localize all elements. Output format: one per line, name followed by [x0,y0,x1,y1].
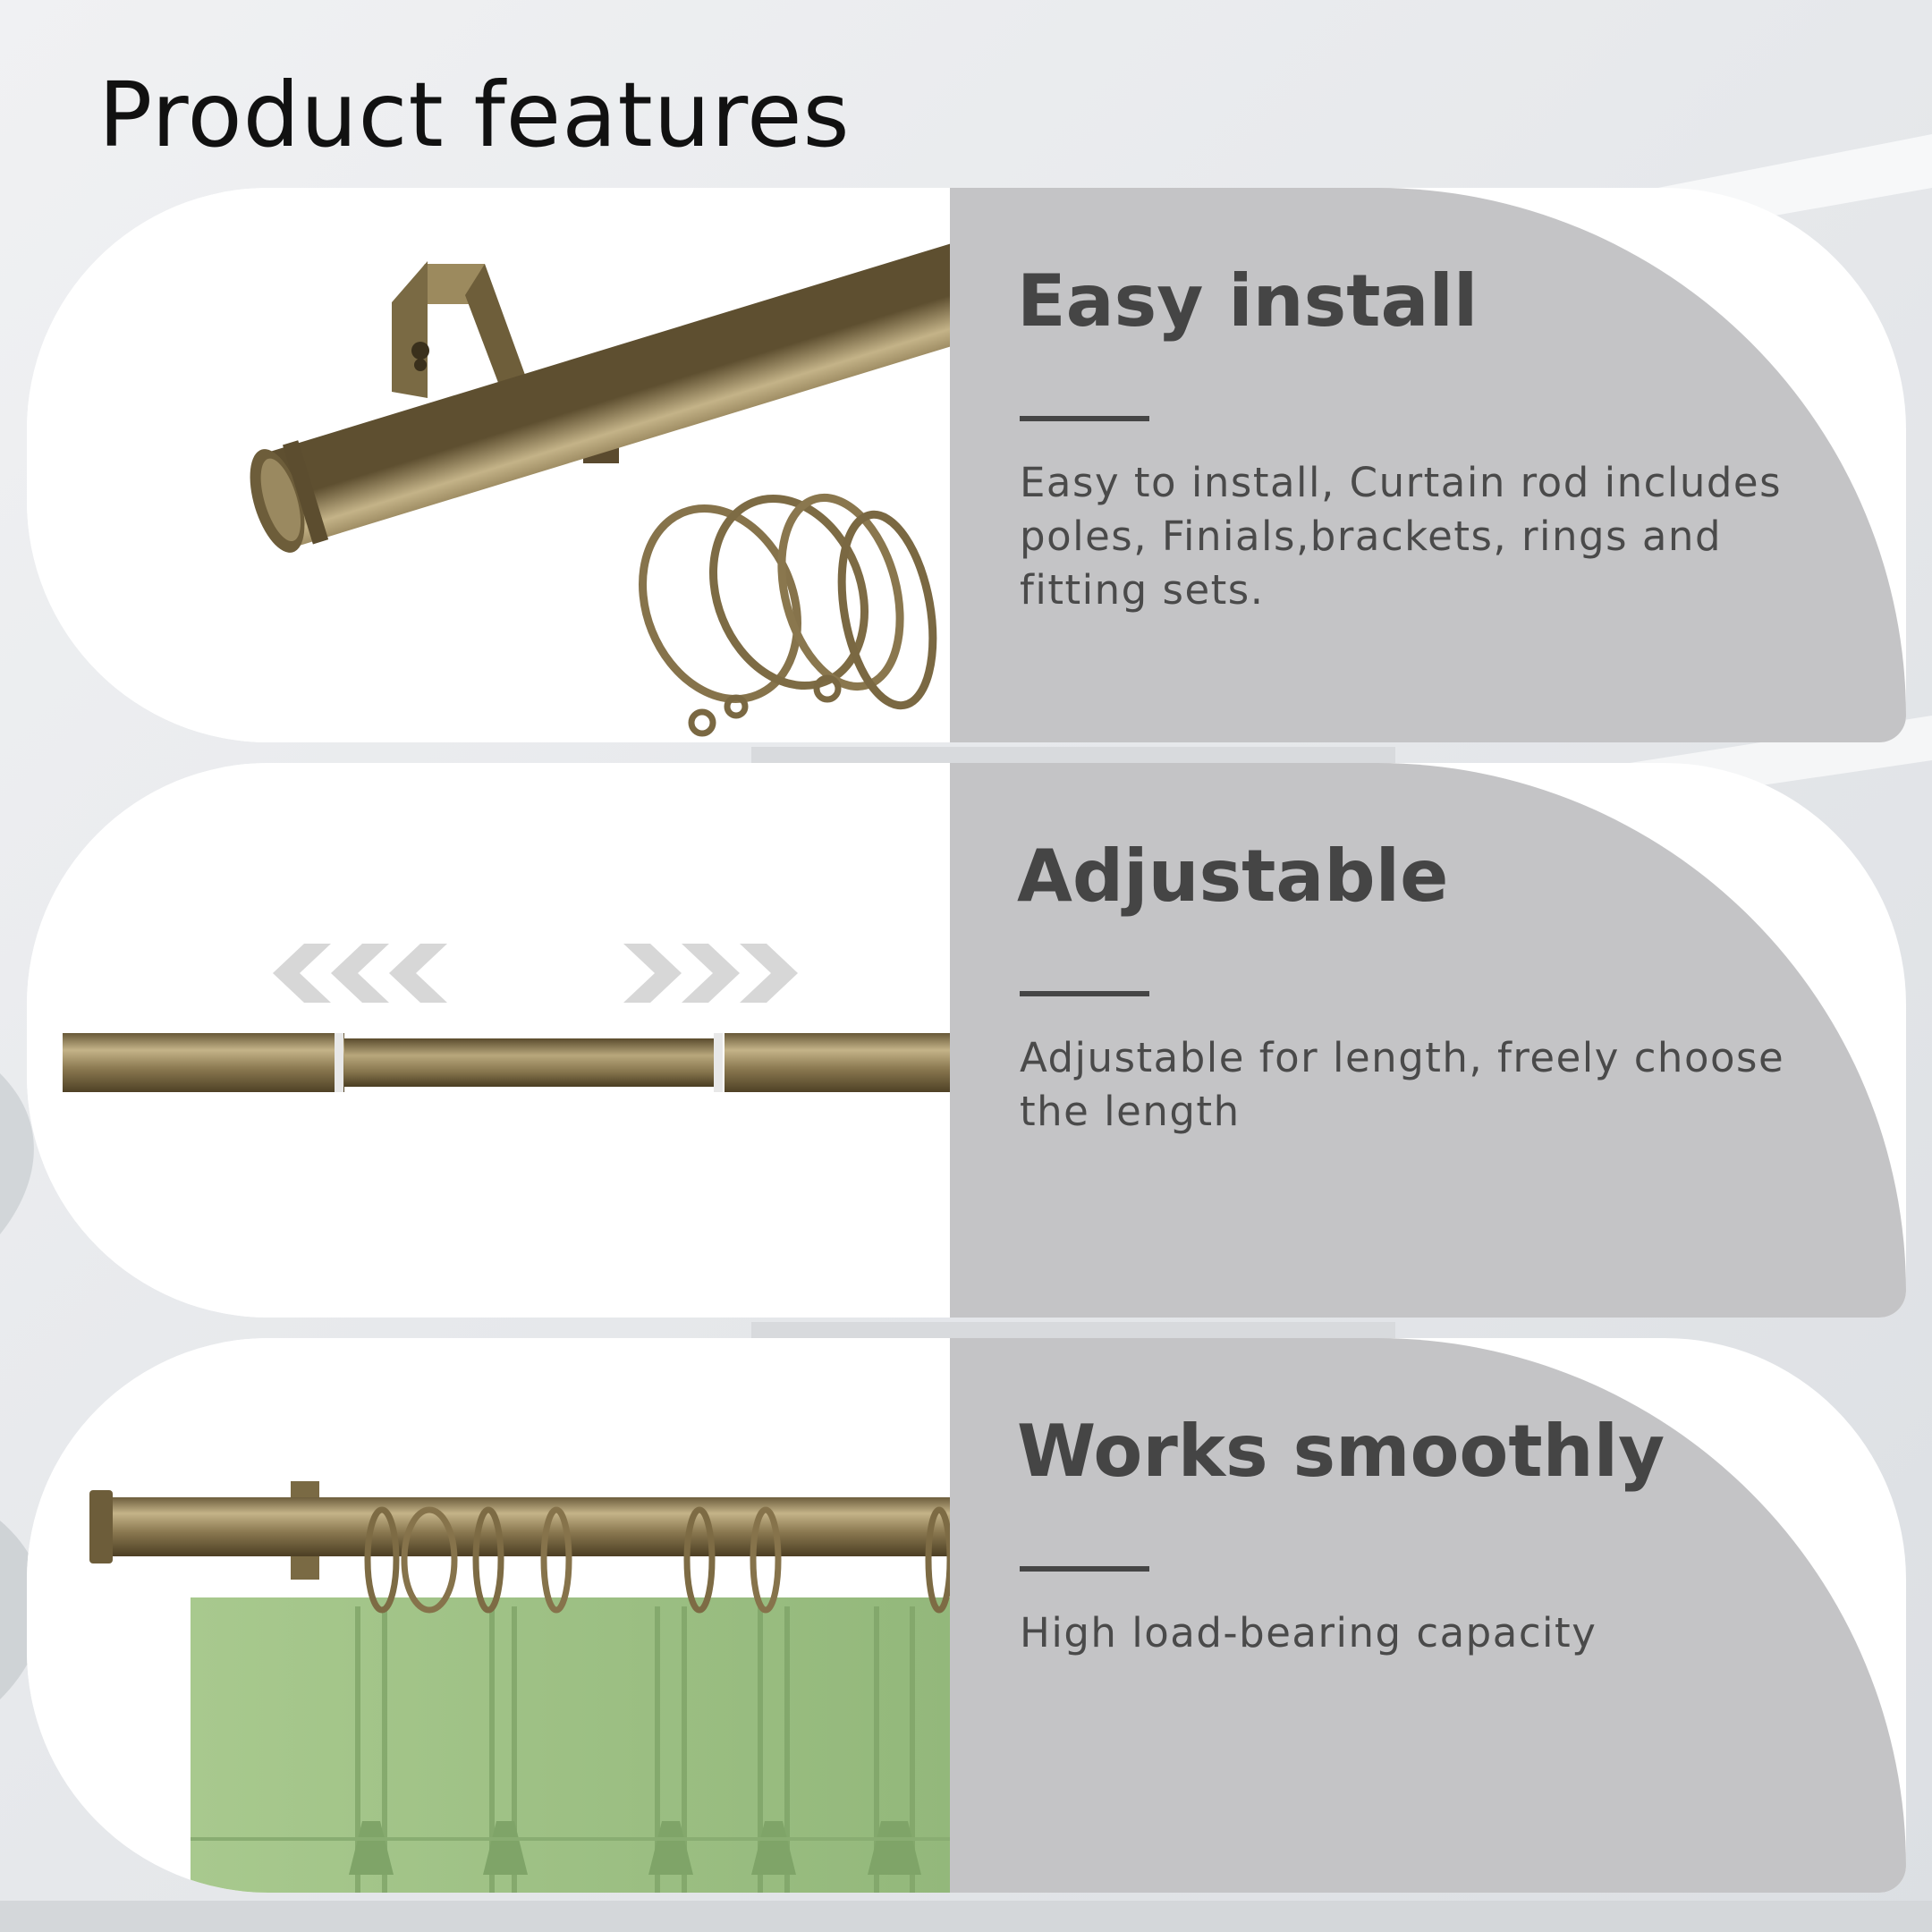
curtain-rings [639,493,937,710]
feature-title: Easy install [1017,259,1479,343]
feature-image-telescopic-rod [27,763,950,1318]
feature-title: Adjustable [1017,835,1449,918]
feature-image-rod-with-curtain [27,1338,950,1893]
title-divider [1020,416,1149,421]
curtain-rod-illustration [250,228,950,737]
feature-panel: Adjustable Adjustable for length, freely… [950,763,1906,1318]
page-title: Product features [98,63,851,167]
rod-pole [98,1497,950,1556]
rod-pole [262,228,950,548]
feature-card-works-smoothly: Works smoothly High load-bearing capacit… [27,1338,1906,1893]
double-arrow-left-icon [273,944,447,1003]
rod-segments [63,1033,950,1092]
feature-image-curtain-rod [27,188,950,742]
feature-title: Works smoothly [1017,1410,1665,1493]
title-divider [1020,991,1149,996]
title-divider [1020,1566,1149,1572]
green-pleated-curtain [191,1597,950,1893]
feature-card-easy-install: Easy install Easy to install, Curtain ro… [27,188,1906,742]
feature-panel: Easy install Easy to install, Curtain ro… [950,188,1906,742]
curtain-rings [364,1506,950,1614]
feature-description: High load-bearing capacity [1020,1609,1597,1657]
feature-panel: Works smoothly High load-bearing capacit… [950,1338,1906,1893]
rod-finial [89,1490,113,1563]
feature-card-adjustable: Adjustable Adjustable for length, freely… [27,763,1906,1318]
double-arrow-right-icon [623,944,798,1003]
feature-description: Adjustable for length, freely choose the… [1020,1034,1785,1135]
telescopic-rod-illustration [63,944,950,1092]
rod-with-curtain-illustration [89,1481,950,1893]
feature-description: Easy to install, Curtain rod includes po… [1020,459,1783,614]
